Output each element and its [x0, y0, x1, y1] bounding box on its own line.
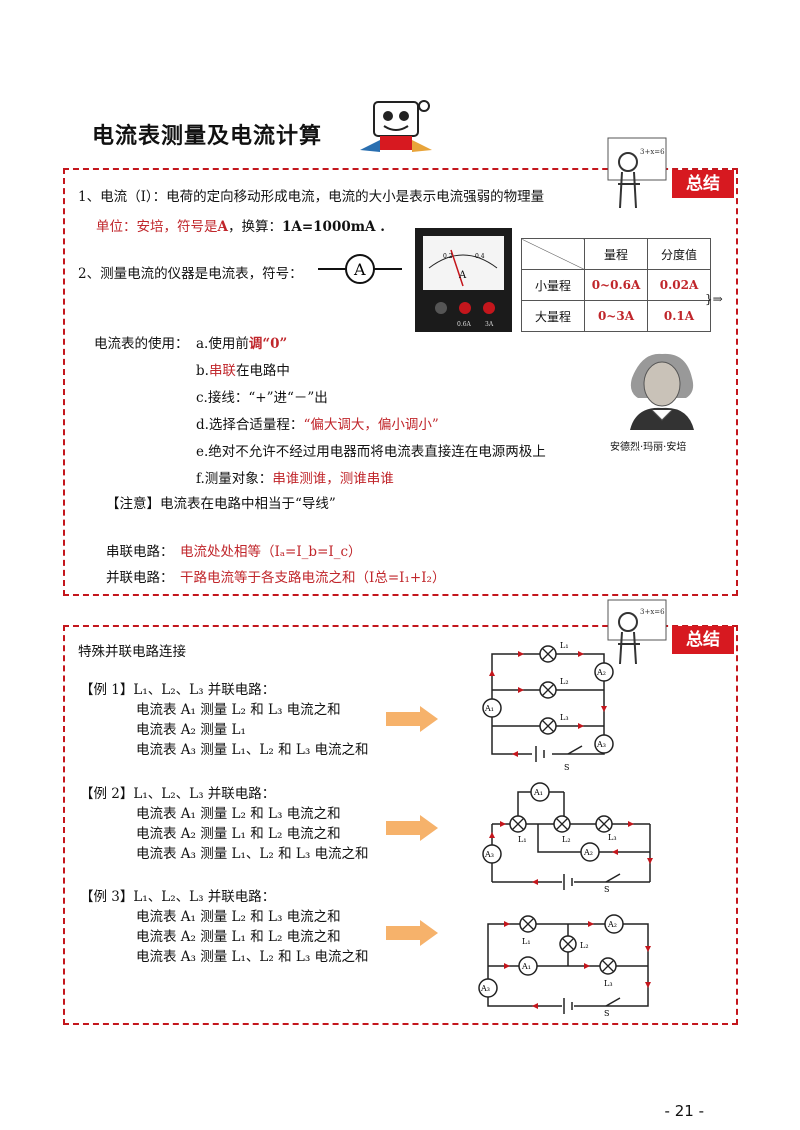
example-1-line-3: 电流表 A₃ 测量 L₁、L₂ 和 L₃ 电流之和 — [136, 742, 369, 758]
row-small-division: 0.02A — [647, 269, 711, 301]
circuit-2: A₁ A₂ A₃ L₁ L₂ L₃ S — [482, 782, 653, 894]
page-title: 电流表测量及电流计算 — [92, 124, 323, 149]
ammeter-symbol-letter: A — [353, 260, 366, 279]
c2-label-S: S — [604, 885, 609, 894]
summary-box-1 — [63, 168, 738, 596]
ammeter-symbol: A — [318, 254, 402, 284]
example-1-line-1: 电流表 A₁ 测量 L₂ 和 L₃ 电流之和 — [136, 702, 341, 718]
portrait-caption: 安德烈·玛丽·安培 — [610, 442, 687, 453]
meter-unit: A — [458, 270, 467, 281]
c1-label-L2: L₂ — [560, 677, 569, 686]
example-2-title: 【例 2】L₁、L₂、L₃ 并联电路： — [80, 786, 276, 802]
item-ammeter: 2、测量电流的仪器是电流表，符号： — [78, 266, 303, 282]
c2-label-L2: L₂ — [562, 835, 571, 844]
example-2-line-2: 电流表 A₂ 测量 L₁ 和 L₂ 电流之和 — [136, 826, 341, 842]
row-large-division: 0.1A — [647, 300, 711, 332]
parallel-text: 干路电流等于各支路电流之和（I总=I₁+I₂） — [180, 570, 446, 586]
teacher-icon: 3+x=6 — [607, 137, 667, 209]
c3-label-A3: A₃ — [480, 984, 490, 993]
example-2-line-1: 电流表 A₁ 测量 L₂ 和 L₃ 电流之和 — [136, 806, 341, 822]
arrow-right-icon — [386, 706, 438, 732]
row-large-name: 大量程 — [521, 300, 585, 332]
teacher-icon-2: 3+x=6 — [607, 599, 667, 665]
unit-mid: ，换算： — [227, 219, 282, 235]
usage-a-prefix: a.使用前 — [196, 336, 249, 352]
c1-label-A1: A₁ — [484, 704, 494, 713]
usage-a: a.使用前调“0” — [196, 332, 287, 352]
circuit-3: L₁ L₂ L₃ A₂ A₁ A₃ S — [478, 914, 651, 1018]
usage-d-red: “偏大调大，偏小调小” — [303, 417, 439, 433]
usage-c: c.接线：“+”进“－”出 — [196, 390, 328, 406]
example-1-title: 【例 1】L₁、L₂、L₃ 并联电路： — [80, 682, 276, 698]
example-3-line-2: 电流表 A₂ 测量 L₁ 和 L₂ 电流之和 — [136, 929, 341, 945]
c2-label-A1: A₁ — [533, 788, 543, 797]
usage-b-suffix: 在电路中 — [235, 363, 290, 379]
example-3-title: 【例 3】L₁、L₂、L₃ 并联电路： — [80, 889, 276, 905]
series-label: 串联电路： — [106, 544, 174, 560]
summary-box-2 — [63, 625, 738, 1025]
unit-conversion: 1A=1000mA . — [281, 219, 385, 235]
c1-label-L1: L₁ — [560, 641, 569, 650]
arrow-right-icon — [386, 815, 438, 841]
c2-label-A2: A₂ — [583, 848, 593, 857]
ammeter-photo: 0.2 0.4 A 0.6A 3A — [415, 228, 512, 332]
example-1-line-2: 电流表 A₂ 测量 L₁ — [136, 722, 246, 738]
row-small-name: 小量程 — [521, 269, 585, 301]
svg-text:3+x=6: 3+x=6 — [640, 148, 665, 156]
unit-symbol: A — [217, 219, 228, 235]
parallel-label: 并联电路： — [106, 570, 174, 586]
usage-e: e.绝对不允许不经过用电器而将电流表直接连在电源两极上 — [196, 444, 546, 460]
c2-label-L1: L₁ — [518, 835, 527, 844]
c2-label-L3: L₃ — [608, 833, 617, 842]
item-current-definition: 1、电流（I）：电荷的定向移动形成电流，电流的大小是表示电流强弱的物理量 — [78, 189, 545, 205]
c3-label-A1: A₁ — [521, 962, 531, 971]
usage-f-red: 串谁测谁，测谁串谁 — [272, 471, 394, 487]
header-range: 量程 — [584, 238, 648, 270]
example-3-line-1: 电流表 A₁ 测量 L₂ 和 L₃ 电流之和 — [136, 909, 341, 925]
bracket-icon: }⇒ — [705, 292, 723, 306]
c3-label-L2: L₂ — [580, 941, 589, 950]
usage-a-red: 调“0” — [248, 336, 288, 352]
c1-label-S: S — [564, 763, 569, 772]
circuit-1: L₁ L₂ L₃ A₂ A₁ A₃ S — [482, 641, 614, 772]
svg-text:3+x=6: 3+x=6 — [640, 608, 665, 616]
c1-label-L3: L₃ — [560, 713, 569, 722]
usage-b-prefix: b. — [196, 363, 209, 379]
usage-f: f.测量对象：串谁测谁，测谁串谁 — [196, 467, 394, 487]
arrow-right-icon — [386, 920, 438, 946]
c3-label-A2: A₂ — [607, 920, 617, 929]
note: 【注意】电流表在电路中相当于“导线” — [106, 496, 336, 512]
special-heading: 特殊并联电路连接 — [78, 644, 186, 660]
series-text: 电流处处相等（Iₐ=I_b=I_c） — [180, 544, 362, 560]
usage-d: d.选择合适量程：“偏大调大，偏小调小” — [196, 413, 439, 433]
mascot-icon — [360, 100, 432, 152]
page-number: - 21 - — [664, 1102, 704, 1120]
usage-label: 电流表的使用： — [94, 336, 189, 352]
row-large-range: 0~3A — [584, 300, 648, 332]
usage-f-prefix: f.测量对象： — [196, 471, 273, 487]
meter-scale-high: 0.4 — [475, 253, 485, 260]
row-small-range: 0~0.6A — [584, 269, 648, 301]
meter-terminal-1: 0.6A — [457, 321, 472, 328]
ampere-portrait — [622, 348, 700, 430]
c3-label-L1: L₁ — [522, 937, 531, 946]
usage-b: b.串联在电路中 — [196, 359, 290, 379]
usage-d-prefix: d.选择合适量程： — [196, 417, 304, 433]
meter-scale-low: 0.2 — [443, 253, 453, 260]
c1-label-A2: A₂ — [596, 668, 606, 677]
c3-label-S: S — [604, 1009, 609, 1018]
item-unit: 单位：安培，符号是A，换算：1A=1000mA . — [96, 215, 385, 235]
c3-label-L3: L₃ — [604, 979, 613, 988]
header-division: 分度值 — [647, 238, 711, 270]
example-2-line-3: 电流表 A₃ 测量 L₁、L₂ 和 L₃ 电流之和 — [136, 846, 369, 862]
c2-label-A3: A₃ — [484, 850, 494, 859]
range-table: 量程 分度值 小量程 0~0.6A 0.02A 大量程 0~3A 0.1A — [521, 238, 711, 332]
unit-prefix: 单位：安培，符号是 — [96, 219, 218, 235]
meter-terminal-2: 3A — [485, 321, 494, 328]
summary-badge-2: 总结 — [672, 626, 734, 654]
usage-b-red: 串联 — [208, 363, 236, 379]
example-3-line-3: 电流表 A₃ 测量 L₁、L₂ 和 L₃ 电流之和 — [136, 949, 369, 965]
summary-badge-1: 总结 — [672, 170, 734, 198]
c1-label-A3: A₃ — [596, 740, 606, 749]
